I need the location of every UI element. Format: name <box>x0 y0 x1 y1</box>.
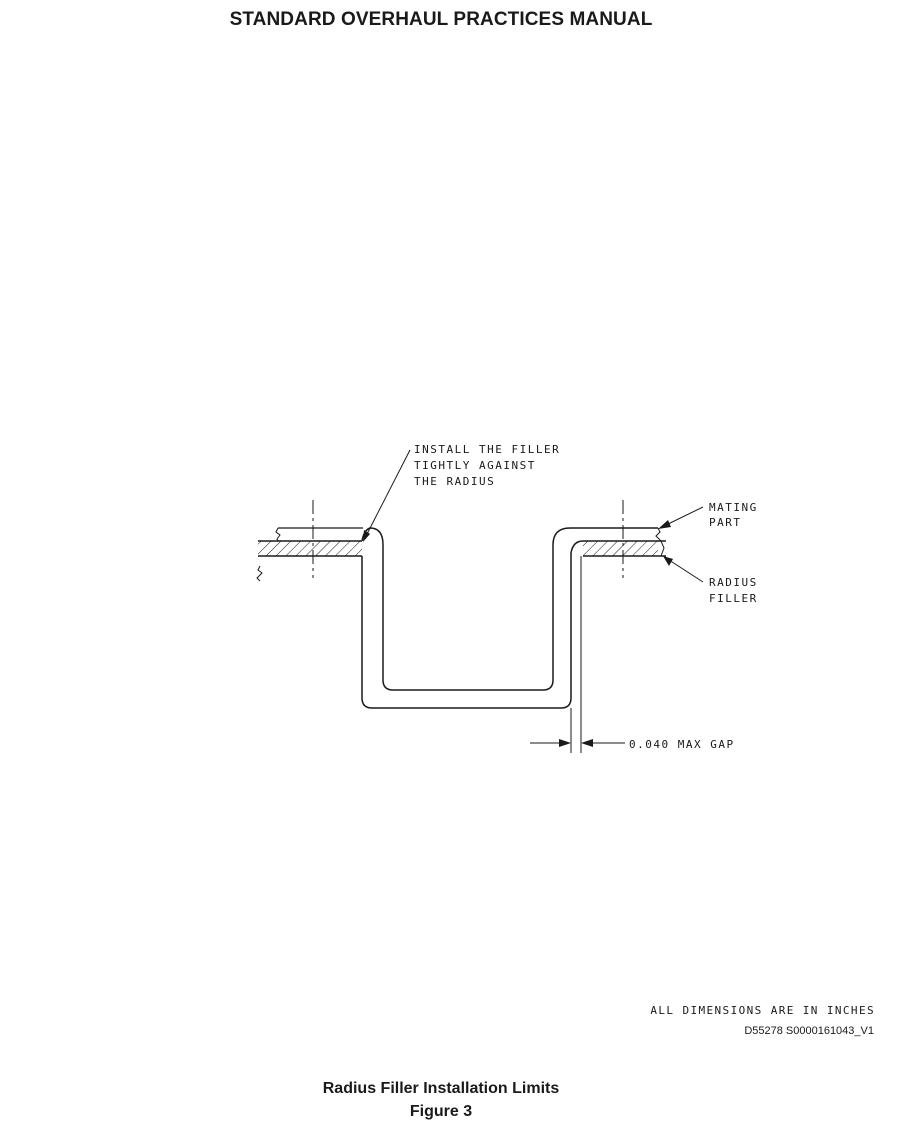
right-radius-filler <box>583 527 666 557</box>
figure-caption: Radius Filler Installation Limits Figure… <box>0 1077 882 1123</box>
left-mating-part-edge <box>275 527 363 542</box>
gap-dimension-label: 0.040 MAX GAP <box>629 738 735 751</box>
radius-filler-label-line1: RADIUS <box>709 576 758 589</box>
install-callout-leader <box>363 449 411 542</box>
gap-dimension <box>530 556 625 753</box>
mating-part-label-line2: PART <box>709 516 742 529</box>
radius-filler-label-line2: FILLER <box>709 592 758 605</box>
left-radius-filler <box>258 540 362 557</box>
install-callout-line2: TIGHTLY AGAINST <box>414 459 536 472</box>
units-note: ALL DIMENSIONS ARE IN INCHES <box>650 1004 875 1017</box>
radius-filler-leader <box>663 556 704 583</box>
install-callout-line3: THE RADIUS <box>414 475 495 488</box>
figure-caption-title: Radius Filler Installation Limits <box>322 1080 560 1097</box>
drawing-id: D55278 S0000161043_V1 <box>744 1025 874 1037</box>
mating-part-leader <box>658 506 704 529</box>
left-break-symbol <box>256 565 263 582</box>
page-header-title: STANDARD OVERHAUL PRACTICES MANUAL <box>229 9 653 30</box>
install-callout-line1: INSTALL THE FILLER <box>414 443 560 456</box>
figure-number: Figure 3 <box>409 1103 473 1120</box>
mating-part-label-line1: MATING <box>709 501 758 514</box>
